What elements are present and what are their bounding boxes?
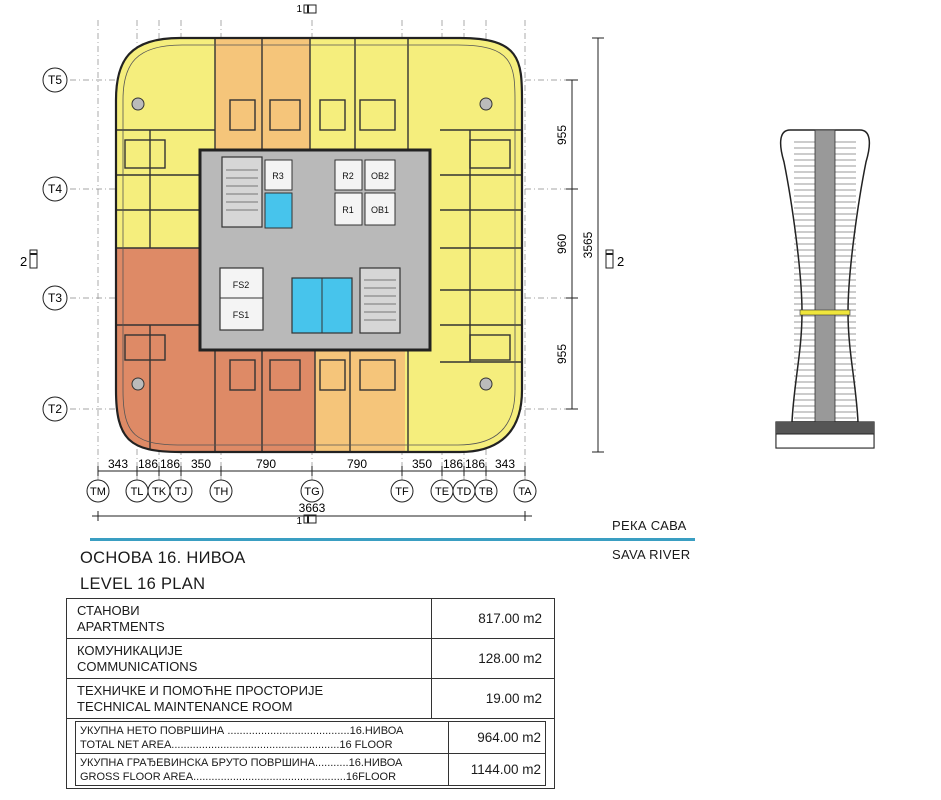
- vertical-dimensions: [566, 37, 604, 453]
- area-row-apartments: СТАНОВИ APARTMENTS 817.00 m2: [66, 598, 555, 639]
- total-label-latin: TOTAL NET AREA..........................…: [80, 738, 393, 751]
- section-marks: 1 1 2 2: [20, 4, 624, 527]
- gross-floor-row: УКУПНА ГРАЂЕВИНСКА БРУТО ПОВРШИНА.......…: [75, 753, 546, 786]
- dim-y-2: 960: [555, 234, 569, 254]
- room-label-ob1: OB1: [371, 205, 389, 215]
- room-label-r1: R1: [342, 205, 354, 215]
- grid-label-td: TD: [457, 486, 472, 498]
- grid-label-tf: TF: [395, 486, 409, 498]
- total-label-cyrillic: УКУПНА ГРАЂЕВИНСКА БРУТО ПОВРШИНА.......…: [80, 756, 403, 769]
- grid-label-tg: TG: [304, 486, 319, 498]
- grid-label-tl: TL: [131, 486, 144, 498]
- area-value: 19.00 m2: [431, 678, 555, 719]
- plan-title-cyrillic: ОСНОВА 16. НИВОА: [80, 549, 246, 567]
- highlighted-level-16: [799, 309, 851, 316]
- section-mark-right: 2: [617, 254, 624, 269]
- dim-x-9: 186: [465, 457, 485, 471]
- dim-x-6: 790: [347, 457, 367, 471]
- total-value: 1144.00 m2: [448, 753, 546, 786]
- y-grid-bubbles: T5 T4 T3 T2: [42, 67, 68, 422]
- grid-label-t2: T2: [48, 402, 62, 416]
- grid-label-tj: TJ: [175, 486, 187, 498]
- river-line: [90, 538, 695, 541]
- floor-plan: R3 R2 OB2 R1 OB1 FS2 FS1 1 1 2 2 T5 T4 T…: [20, 4, 624, 527]
- section-mark-top: 1: [296, 4, 302, 15]
- room-label-ob2: OB2: [371, 171, 389, 181]
- grid-label-tk: TK: [152, 486, 167, 498]
- area-label-latin: APARTMENTS: [77, 619, 165, 634]
- area-row-communications: КОМУНИКАЦИЈЕ COMMUNICATIONS 128.00 m2: [66, 638, 555, 679]
- dim-x-1: 343: [108, 457, 128, 471]
- section-mark-bottom: 1: [296, 516, 302, 527]
- grid-label-th: TH: [214, 486, 229, 498]
- area-totals-row: УКУПНА НЕТО ПОВРШИНА ...................…: [66, 718, 555, 789]
- dim-y-1: 955: [555, 125, 569, 145]
- plan-title-latin: LEVEL 16 PLAN: [80, 575, 206, 593]
- area-row-technical: ТЕХНИЧКЕ И ПОМОЋНЕ ПРОСТОРИЈЕ TECHNICAL …: [66, 678, 555, 719]
- dim-x-total: 3663: [299, 501, 326, 515]
- building-core: [198, 148, 432, 352]
- dim-x-4: 350: [191, 457, 211, 471]
- area-label-cyrillic: ТЕХНИЧКЕ И ПОМОЋНЕ ПРОСТОРИЈЕ: [77, 683, 324, 698]
- tower-elevation: [775, 129, 875, 449]
- total-label-latin: GROSS FLOOR AREA........................…: [80, 770, 397, 783]
- dim-y-3: 955: [555, 344, 569, 364]
- room-label-r3: R3: [272, 171, 284, 181]
- room-label-r2: R2: [342, 171, 354, 181]
- apartment-zones: [116, 38, 522, 452]
- room-label-fs2: FS2: [233, 280, 250, 290]
- dim-x-2: 186: [138, 457, 158, 471]
- section-mark-left: 2: [20, 254, 27, 269]
- grid-label-tb: TB: [479, 486, 493, 498]
- total-value: 964.00 m2: [448, 721, 546, 754]
- dim-x-8: 186: [443, 457, 463, 471]
- grid-label-t5: T5: [48, 73, 62, 87]
- area-label-latin: TECHNICAL MAINTENANCE ROOM: [77, 699, 293, 714]
- area-label-cyrillic: КОМУНИКАЦИЈЕ: [77, 643, 183, 658]
- area-value: 817.00 m2: [431, 598, 555, 639]
- river-label-latin: SAVA RIVER: [612, 547, 691, 562]
- dim-x-10: 343: [495, 457, 515, 471]
- grid-label-t4: T4: [48, 182, 62, 196]
- area-value: 128.00 m2: [431, 638, 555, 679]
- horizontal-dimensions: [92, 466, 532, 521]
- dim-x-5: 790: [256, 457, 276, 471]
- x-grid-bubbles: TM TL TK TJ TH TG TF TE TD TB TA: [86, 479, 537, 503]
- area-label-cyrillic: СТАНОВИ: [77, 603, 140, 618]
- river-label-cyrillic: РЕКА САВА: [612, 518, 687, 533]
- room-label-fs1: FS1: [233, 310, 250, 320]
- dim-x-3: 186: [160, 457, 180, 471]
- grid-label-tm: TM: [90, 486, 106, 498]
- grid-label-te: TE: [435, 486, 449, 498]
- slab-outline: [114, 36, 524, 454]
- totals-table: УКУПНА НЕТО ПОВРШИНА ...................…: [75, 721, 546, 786]
- dim-y-total: 3565: [581, 231, 595, 258]
- grid-label-ta: TA: [518, 486, 532, 498]
- grid-label-t3: T3: [48, 291, 62, 305]
- area-label-latin: COMMUNICATIONS: [77, 659, 198, 674]
- area-table: СТАНОВИ APARTMENTS 817.00 m2 КОМУНИКАЦИЈ…: [66, 598, 555, 789]
- total-label-cyrillic: УКУПНА НЕТО ПОВРШИНА ...................…: [80, 724, 404, 737]
- total-net-row: УКУПНА НЕТО ПОВРШИНА ...................…: [75, 721, 546, 754]
- dim-x-7: 350: [412, 457, 432, 471]
